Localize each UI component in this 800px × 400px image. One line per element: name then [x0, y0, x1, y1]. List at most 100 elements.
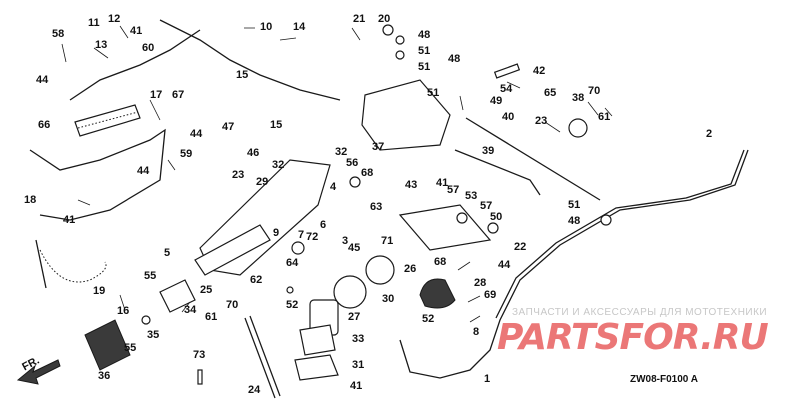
callout-51: 51 — [418, 45, 430, 57]
callout-19: 19 — [93, 285, 105, 297]
callout-36: 36 — [98, 370, 110, 382]
callout-20: 20 — [378, 13, 390, 25]
callout-2: 2 — [706, 128, 712, 140]
callout-52: 52 — [422, 313, 434, 325]
washer-50 — [487, 222, 499, 234]
callout-57: 57 — [447, 184, 459, 196]
callout-40: 40 — [502, 111, 514, 123]
callout-46: 46 — [247, 147, 259, 159]
front-direction-arrow — [16, 359, 61, 385]
plate-22 — [398, 204, 492, 251]
callout-32: 32 — [335, 146, 347, 158]
callout-34: 34 — [184, 304, 197, 316]
callout-55: 55 — [124, 342, 136, 354]
callout-17: 17 — [150, 89, 162, 101]
callout-48: 48 — [568, 215, 580, 227]
callout-70: 70 — [226, 299, 238, 311]
callout-8: 8 — [473, 326, 479, 338]
callout-22: 22 — [514, 241, 526, 253]
callout-64: 64 — [286, 257, 299, 269]
callout-51: 51 — [568, 199, 580, 211]
callout-44: 44 — [137, 165, 150, 177]
washer-7 — [291, 241, 305, 255]
callout-41: 41 — [130, 25, 142, 37]
rod-42 — [493, 63, 521, 79]
throttle-grip-36 — [84, 319, 131, 371]
callout-41: 41 — [63, 214, 75, 226]
callout-15: 15 — [236, 69, 248, 81]
callout-41: 41 — [436, 177, 448, 189]
callout-30: 30 — [382, 293, 394, 305]
callout-62: 62 — [250, 274, 262, 286]
callout-66: 66 — [38, 119, 50, 131]
coiled-cord-19 — [39, 249, 107, 283]
callout-18: 18 — [24, 194, 36, 206]
rod-24 — [244, 317, 276, 399]
callout-31: 31 — [352, 359, 364, 371]
washer-35 — [141, 315, 151, 325]
callout-23: 23 — [232, 169, 244, 181]
callout-57: 57 — [480, 200, 492, 212]
callout-52: 52 — [286, 299, 298, 311]
coiled-cord-19-outline — [35, 239, 47, 289]
corrugated-tube-66-ribs — [77, 111, 139, 129]
wire-loom-11 — [69, 29, 201, 101]
callout-4: 4 — [330, 181, 337, 193]
pin-73 — [197, 369, 203, 385]
callout-32: 32 — [272, 159, 284, 171]
callout-3: 3 — [342, 235, 348, 247]
tiller-shaft-arm — [194, 224, 271, 276]
knob-38 — [568, 118, 588, 138]
callout-6: 6 — [320, 219, 326, 231]
callout-33: 33 — [352, 333, 364, 345]
callout-11: 11 — [88, 17, 100, 29]
callout-44: 44 — [36, 74, 49, 86]
callout-48: 48 — [418, 29, 430, 41]
corrugated-tube-66 — [74, 104, 141, 137]
washer-51 — [395, 50, 405, 60]
wire-harness-17 — [29, 128, 166, 221]
callout-44: 44 — [190, 128, 203, 140]
callout-12: 12 — [108, 13, 120, 25]
callout-68: 68 — [361, 167, 373, 179]
callout-63: 63 — [370, 201, 382, 213]
bracket-37 — [361, 79, 451, 151]
callout-42: 42 — [533, 65, 545, 77]
callout-10: 10 — [260, 21, 272, 33]
callout-24: 24 — [248, 384, 261, 396]
callout-16: 16 — [117, 305, 129, 317]
callout-21: 21 — [353, 13, 365, 25]
callout-7: 7 — [298, 229, 304, 241]
callout-53: 53 — [465, 190, 477, 202]
nut-48b — [600, 214, 612, 226]
callout-61: 61 — [598, 111, 610, 123]
nut-48 — [395, 35, 405, 45]
callout-29: 29 — [256, 176, 268, 188]
callout-9: 9 — [273, 227, 279, 239]
callout-49: 49 — [490, 95, 502, 107]
callout-13: 13 — [95, 39, 107, 51]
callout-68: 68 — [434, 256, 446, 268]
callout-14: 14 — [293, 21, 306, 33]
friction-knob-26 — [365, 255, 395, 285]
bolt-20 — [382, 24, 394, 36]
rod-40 — [465, 117, 601, 201]
callout-1: 1 — [484, 373, 490, 385]
callout-71: 71 — [381, 235, 393, 247]
callout-39: 39 — [482, 145, 494, 157]
callout-44: 44 — [498, 259, 511, 271]
rod-24-b — [249, 315, 281, 397]
callout-45: 45 — [348, 242, 360, 254]
wire-loom-14 — [159, 19, 341, 101]
callout-70: 70 — [588, 85, 600, 97]
watermark-subtitle: ЗАПЧАСТИ И АКСЕССУАРЫ ДЛЯ МОТОТЕХНИКИ — [512, 307, 768, 318]
callout-27: 27 — [348, 311, 360, 323]
callout-54: 54 — [500, 83, 513, 95]
callout-5: 5 — [164, 247, 170, 259]
callout-69: 69 — [484, 289, 496, 301]
cover-28 — [419, 278, 456, 309]
callout-28: 28 — [474, 277, 486, 289]
callout-15: 15 — [270, 119, 282, 131]
